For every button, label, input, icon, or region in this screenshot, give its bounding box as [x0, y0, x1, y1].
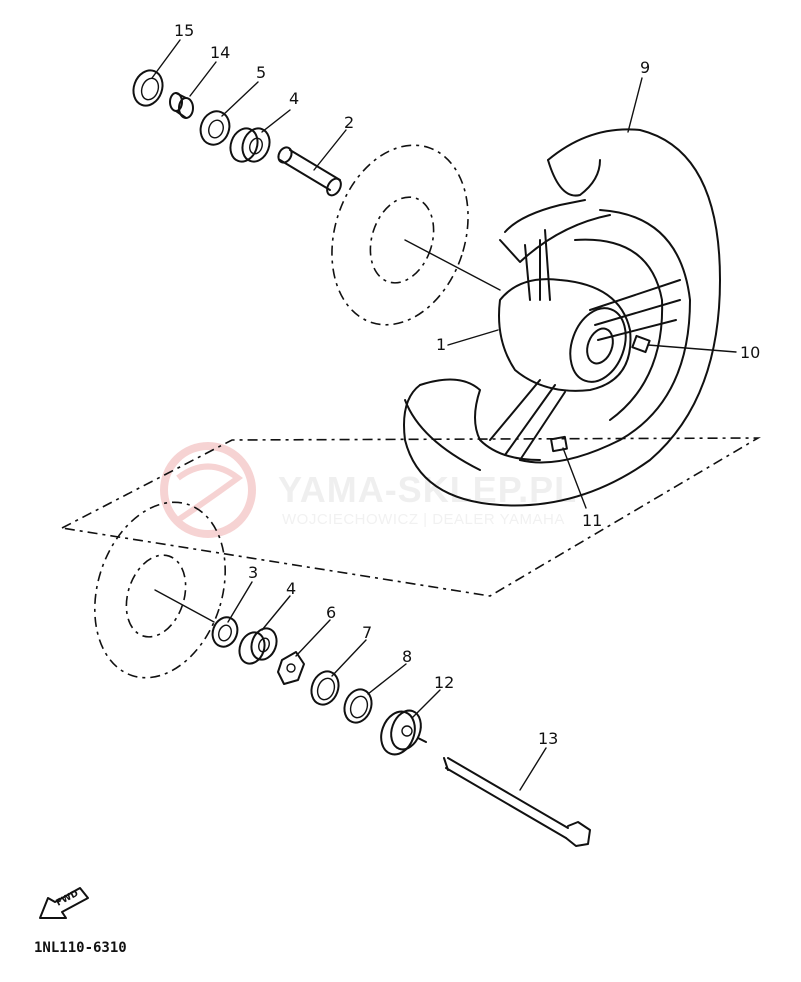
label-9: 9 [640, 58, 650, 77]
part-3-oil-seal [211, 616, 239, 648]
watermark-subtitle: WOJCIECHOWICZ | DEALER YAMAHA [282, 511, 565, 528]
part-12-gear-unit [380, 709, 427, 756]
label-2: 2 [344, 113, 354, 132]
watermark: YAMA-SKLEP.PL WOJCIECHOWICZ | DEALER YAM… [160, 442, 577, 538]
leader-lines [151, 39, 737, 791]
label-12: 12 [434, 673, 454, 692]
wheel-and-tire [403, 128, 721, 507]
label-13: 13 [538, 729, 558, 748]
part-7-clutch-retainer [310, 670, 340, 706]
assembly-boundary [59, 437, 761, 597]
part-5-oil-seal [199, 110, 231, 146]
label-7: 7 [362, 623, 372, 642]
part-13-wheel-axle [443, 757, 591, 847]
label-10: 10 [740, 343, 760, 362]
diagram-code: 1NL110-6310 [34, 940, 127, 956]
fwd-label: FWD [55, 889, 80, 909]
label-15: 15 [174, 21, 194, 40]
label-1: 1 [436, 335, 446, 354]
watermark-title: YAMA-SKLEP.PL [278, 469, 577, 510]
label-8: 8 [402, 647, 412, 666]
upper-brake-disc [331, 144, 469, 326]
part-14-collar [169, 92, 194, 119]
lower-brake-disc [94, 501, 226, 679]
fwd-arrow-icon: FWD [39, 887, 89, 919]
label-3: 3 [248, 563, 258, 582]
label-11: 11 [582, 511, 602, 530]
callout-labels: 15 14 5 4 2 9 1 10 11 3 4 6 7 8 12 13 [174, 21, 760, 748]
label-14: 14 [210, 43, 230, 62]
label-6: 6 [326, 603, 336, 622]
label-5: 5 [256, 63, 266, 82]
part-8-oil-seal [343, 688, 373, 724]
part-15-oil-seal [132, 69, 164, 107]
part-2-spacer [277, 146, 342, 197]
label-4-lower: 4 [286, 579, 296, 598]
part-4-bearing-upper [229, 127, 271, 163]
part-4-bearing-lower [238, 627, 278, 665]
label-4-upper: 4 [289, 89, 299, 108]
part-6-lock-washer [277, 651, 305, 685]
